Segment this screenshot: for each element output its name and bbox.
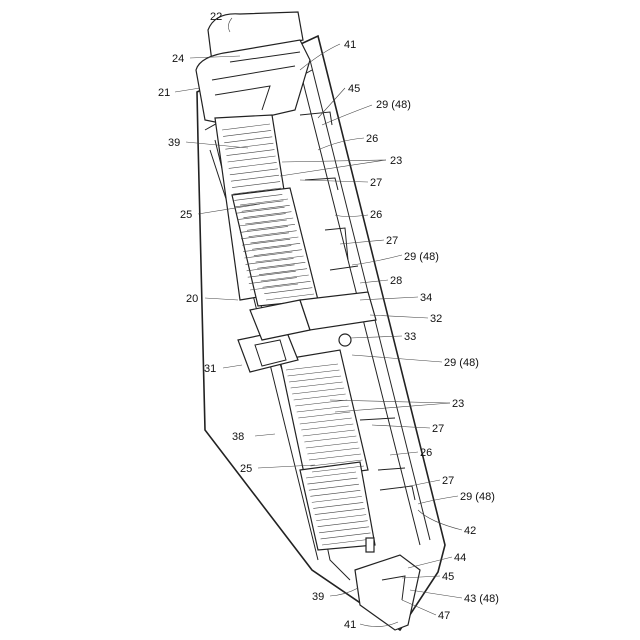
lower-terminal-block xyxy=(280,350,375,550)
label-27-b: 27 xyxy=(386,235,398,247)
label-21: 21 xyxy=(158,87,170,99)
label-25-b: 25 xyxy=(240,463,252,475)
label-23-a: 23 xyxy=(390,155,402,167)
label-27-c: 27 xyxy=(432,423,444,435)
upper-terminal-block xyxy=(215,115,318,306)
label-24: 24 xyxy=(172,53,184,65)
label-29-48-b: 29 (48) xyxy=(404,251,439,263)
label-26-b: 26 xyxy=(370,209,382,221)
label-39-bottom: 39 xyxy=(312,591,324,603)
label-33: 33 xyxy=(404,331,416,343)
label-23-b: 23 xyxy=(452,398,464,410)
label-28: 28 xyxy=(390,275,402,287)
label-29-48-d: 29 (48) xyxy=(460,491,495,503)
label-32: 32 xyxy=(430,313,442,325)
label-44: 44 xyxy=(454,552,466,564)
top-latch xyxy=(196,12,310,125)
label-38: 38 xyxy=(232,431,244,443)
label-31: 31 xyxy=(204,363,216,375)
label-39-top: 39 xyxy=(168,137,180,149)
label-25-a: 25 xyxy=(180,209,192,221)
label-45-bottom: 45 xyxy=(442,571,454,583)
label-41-bottom: 41 xyxy=(344,619,356,631)
label-26-a: 26 xyxy=(366,133,378,145)
label-43-48: 43 (48) xyxy=(464,593,499,605)
label-27-d: 27 xyxy=(442,475,454,487)
label-41-top: 41 xyxy=(344,39,356,51)
label-42: 42 xyxy=(464,525,476,537)
label-29-48-a: 29 (48) xyxy=(376,99,411,111)
label-22: 22 xyxy=(210,11,222,23)
label-45-top: 45 xyxy=(348,83,360,95)
label-26-c: 26 xyxy=(420,447,432,459)
label-20: 20 xyxy=(186,293,198,305)
label-29-48-c: 29 (48) xyxy=(444,357,479,369)
label-34: 34 xyxy=(420,292,432,304)
bottom-latch xyxy=(355,538,420,630)
label-27-a: 27 xyxy=(370,177,382,189)
label-47: 47 xyxy=(438,610,450,622)
